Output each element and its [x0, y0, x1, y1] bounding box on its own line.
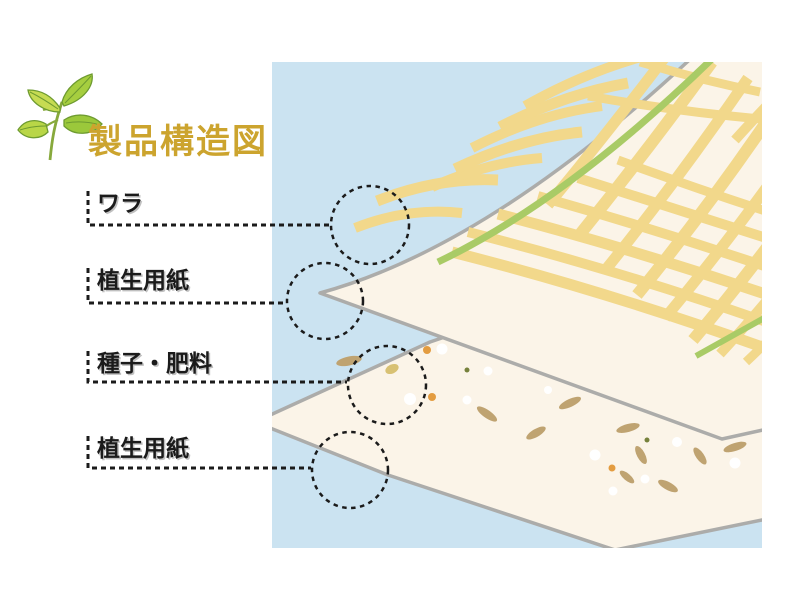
- callout-label-paper-bottom: 植生用紙: [97, 436, 189, 462]
- green-stalks: [436, 62, 762, 359]
- page-title: 製品構造図: [88, 122, 268, 162]
- callout-label-straw: ワラ: [97, 191, 143, 217]
- callout-circle-straw: [329, 184, 411, 266]
- callout-label-paper-top: 植生用紙: [97, 268, 189, 294]
- connector-paper-top: [86, 268, 286, 305]
- sprout-icon: [17, 73, 103, 161]
- connector-straw: [86, 191, 330, 227]
- callout-circle-paper-top: [285, 261, 365, 341]
- connector-seeds: [86, 351, 347, 384]
- seeds-fertilizer-layer: [336, 343, 747, 496]
- callout-circle-paper-bottom: [310, 430, 390, 510]
- connector-paper-bottom: [86, 436, 311, 470]
- callout-connectors: [86, 191, 347, 470]
- callout-label-seeds: 種子・肥料: [97, 351, 212, 377]
- callout-circle-seeds: [346, 344, 428, 426]
- callout-circles: [285, 184, 428, 510]
